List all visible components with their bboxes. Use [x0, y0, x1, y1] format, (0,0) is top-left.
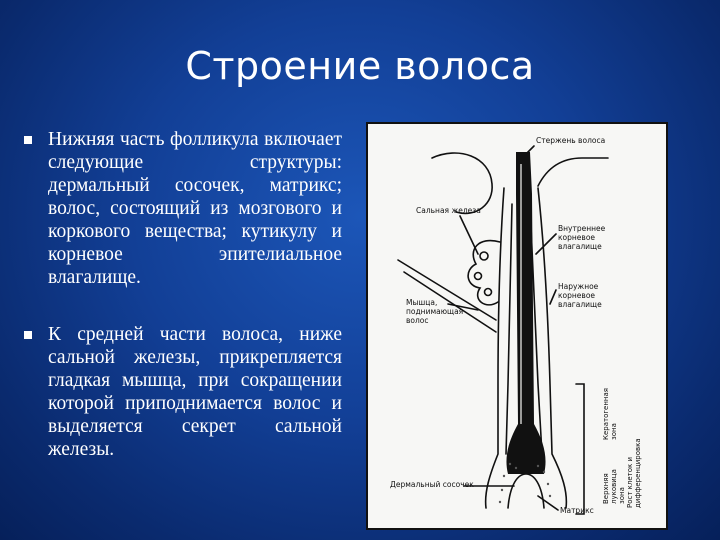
square-bullet-icon	[24, 136, 32, 144]
bullet-text-middle-part: К средней части волоса, ниже сальной жел…	[48, 324, 342, 460]
label-growth-zone: Рост клеток и дифференцировка	[626, 438, 642, 508]
outer-root-sheath-right	[537, 187, 568, 509]
leader-muscle	[447, 303, 479, 311]
zone-bracket	[575, 383, 585, 515]
hair-structure-figure: Стержень волоса Сальная железа Внутренне…	[366, 122, 668, 530]
label-inner-root-sheath: Внутреннее корневое влагалище	[558, 224, 606, 251]
dermal-papilla	[507, 473, 545, 509]
label-sebaceous-gland: Сальная железа	[416, 206, 481, 215]
label-keratogenous-zone: Кератогенная зона	[602, 387, 618, 440]
skin-surface-right	[537, 157, 609, 187]
arrector-pili-muscle	[397, 259, 497, 321]
label-upper-bulb: Верхняя луковица зона	[602, 469, 626, 504]
slide-title: Строение волоса	[185, 44, 535, 88]
inner-root-sheath-left	[505, 203, 513, 455]
outer-root-sheath-left	[484, 187, 505, 509]
bullet-list: Нижняя часть фолликула включает следующи…	[24, 128, 342, 461]
hair-follicle-drawing	[397, 145, 609, 515]
label-dermal-papilla: Дермальный сосочек	[390, 480, 474, 489]
square-bullet-icon	[24, 331, 32, 339]
hair-shaft	[506, 152, 546, 474]
leader-outer-sheath	[549, 289, 557, 305]
bullet-item: К средней части волоса, ниже сальной жел…	[24, 323, 342, 461]
skin-surface-left	[431, 152, 493, 215]
leader-inner-sheath	[535, 233, 557, 255]
label-hair-shaft: Стержень волоса	[536, 136, 606, 145]
leader-matrix	[537, 495, 559, 511]
inner-root-sheath-right	[529, 203, 543, 455]
matrix-cells	[498, 462, 552, 504]
bullet-item: Нижняя часть фолликула включает следующи…	[24, 128, 342, 289]
sebaceous-gland	[467, 239, 501, 306]
label-outer-root-sheath: Наружное корневое влагалище	[558, 282, 602, 309]
leader-sebaceous	[459, 215, 479, 255]
bullet-text-lower-follicle: Нижняя часть фолликула включает следующи…	[48, 129, 342, 288]
label-muscle: Мышца, поднимающая волос	[406, 298, 464, 325]
label-matrix: Матрикс	[560, 506, 594, 515]
